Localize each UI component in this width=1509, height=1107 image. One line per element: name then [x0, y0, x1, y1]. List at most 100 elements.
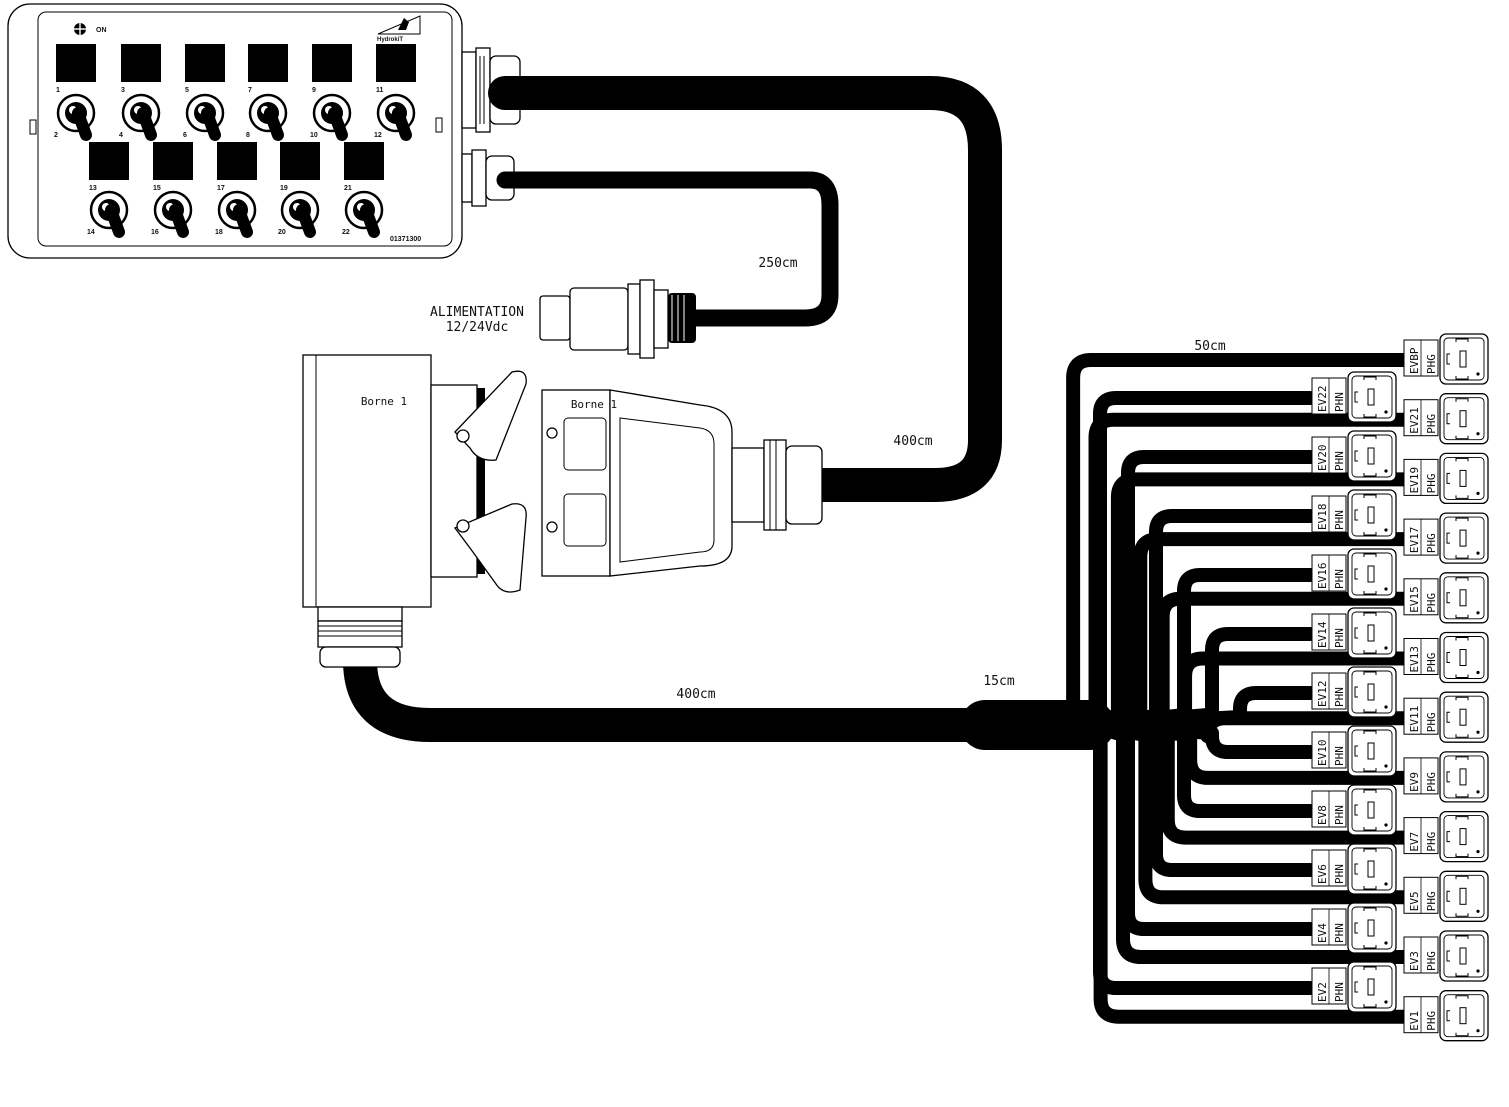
- bottom-row-indicator: [89, 142, 129, 180]
- branch-cable-ev5: [1083, 718, 1411, 905]
- solenoid-connector-ev21: EV21 PHG: [1403, 393, 1489, 445]
- top-row-switch-number: 10: [310, 132, 318, 139]
- toggle-switch[interactable]: [217, 190, 257, 238]
- branch-cable-ev20: [1083, 450, 1319, 732]
- connector-ev-label: EV6: [1316, 864, 1329, 884]
- top-row-indicator: [121, 44, 161, 82]
- connector-type-label: PHG: [1425, 593, 1438, 613]
- connector-hood-right: [541, 389, 823, 577]
- branch-cable-ev14: [1083, 627, 1319, 732]
- on-label: ON: [96, 27, 107, 34]
- toggle-switch[interactable]: [280, 190, 320, 238]
- connector-type-label: PHN: [1333, 982, 1346, 1002]
- connector-type-label: PHG: [1425, 414, 1438, 434]
- toggle-switch[interactable]: [376, 93, 416, 141]
- top-row-switch-number: 8: [246, 132, 250, 139]
- connector-ev-label: EV9: [1408, 772, 1421, 792]
- branch-cables: [1066, 353, 1411, 1024]
- top-row-switch-number: 6: [183, 132, 187, 139]
- bottom-row-number: 13: [89, 185, 97, 192]
- connector-type-label: PHG: [1425, 712, 1438, 732]
- solenoid-connector-ev20: EV20 PHN: [1311, 430, 1397, 482]
- branch-cable-ev8: [1083, 718, 1319, 818]
- connector-ev-label: EV21: [1408, 407, 1421, 434]
- connector-type-label: PHN: [1333, 864, 1346, 884]
- solenoid-connector-ev3: EV3 PHG: [1403, 930, 1489, 982]
- top-row-number: 1: [56, 87, 60, 94]
- connector-type-label: PHG: [1425, 891, 1438, 911]
- bottom-row-switch-number: 14: [87, 229, 95, 236]
- length-label-400-box: 400cm: [893, 434, 932, 449]
- part-number: 01371300: [390, 236, 421, 243]
- connector-ev-label: EV11: [1408, 706, 1421, 733]
- top-row-switch-number: 12: [374, 132, 382, 139]
- bottom-row-switch-number: 20: [278, 229, 286, 236]
- connector-type-label: PHG: [1425, 951, 1438, 971]
- connector-ev-label: EV2: [1316, 982, 1329, 1002]
- top-row-indicator: [56, 44, 96, 82]
- toggle-switch[interactable]: [89, 190, 129, 238]
- connector-ev-label: EV12: [1316, 681, 1329, 708]
- branch-cable-ev7: [1083, 718, 1411, 845]
- toggle-switch[interactable]: [153, 190, 193, 238]
- connector-ev-label: EV14: [1316, 621, 1329, 648]
- branch-cable-ev21: [1083, 412, 1411, 732]
- bottom-row-indicator: [217, 142, 257, 180]
- connector-ev-label: EV7: [1408, 832, 1421, 852]
- top-row-number: 11: [376, 87, 384, 94]
- bottom-row-indicator: [153, 142, 193, 180]
- solenoid-connector-ev11: EV11 PHG: [1403, 691, 1489, 743]
- connector-ev-label: EV1: [1408, 1011, 1421, 1031]
- connector-type-label: PHN: [1333, 392, 1346, 412]
- toggle-switch[interactable]: [56, 93, 96, 141]
- connector-type-label: PHG: [1425, 772, 1438, 792]
- top-row-indicator: [185, 44, 225, 82]
- connector-ev-label: EV22: [1316, 386, 1329, 413]
- solenoid-connector-ev4: EV4 PHN: [1311, 902, 1397, 954]
- toggle-switch[interactable]: [344, 190, 384, 238]
- top-row-indicator: [312, 44, 352, 82]
- connector-type-label: PHN: [1333, 451, 1346, 471]
- toggle-switch[interactable]: [185, 93, 225, 141]
- bottom-row-switch-number: 16: [151, 229, 159, 236]
- bottom-row-indicator: [280, 142, 320, 180]
- branch-cable-ev17: [1083, 532, 1411, 732]
- connector-ev-label: EV13: [1408, 646, 1421, 673]
- connector-type-label: PHG: [1425, 832, 1438, 852]
- branch-cable-ev11: [1083, 708, 1411, 744]
- connector-type-label: PHG: [1425, 474, 1438, 494]
- control-box: ON HydrokiT 01371300 1234567891011121314…: [7, 3, 463, 259]
- connector-type-label: PHN: [1333, 628, 1346, 648]
- connector-type-label: PHN: [1333, 746, 1346, 766]
- solenoid-connector-ev14: EV14 PHN: [1311, 607, 1397, 659]
- connector-type-label: PHN: [1333, 923, 1346, 943]
- toggle-switch[interactable]: [312, 93, 352, 141]
- cable-box-400: [488, 76, 1002, 502]
- cable-power-250: [496, 171, 839, 327]
- solenoid-connector-ev6: EV6 PHN: [1311, 843, 1397, 895]
- cable-main-400: [343, 643, 1017, 742]
- connector-ev-label: EV20: [1316, 445, 1329, 472]
- power-indicator-icon: [74, 23, 86, 35]
- branch-cable-evbp: [1066, 353, 1411, 732]
- bottom-row-switch-number: 18: [215, 229, 223, 236]
- connector-ev-label: EV4: [1316, 923, 1329, 943]
- branch-cable-ev12: [1083, 686, 1319, 732]
- connector-ev-label: EV10: [1316, 740, 1329, 767]
- connector-ev-label: EV15: [1408, 586, 1421, 613]
- borne-right-label: Borne 1: [571, 398, 617, 411]
- connector-housing-left: [302, 354, 527, 668]
- toggle-switch[interactable]: [248, 93, 288, 141]
- connector-type-label: PHG: [1425, 1011, 1438, 1031]
- top-row-number: 9: [312, 87, 316, 94]
- length-label-400-main: 400cm: [676, 687, 715, 702]
- svg-text:HydrokiT: HydrokiT: [377, 37, 403, 43]
- branch-cable-ev3: [1083, 718, 1411, 964]
- toggle-switch[interactable]: [121, 93, 161, 141]
- connector-ev-label: EV3: [1408, 951, 1421, 971]
